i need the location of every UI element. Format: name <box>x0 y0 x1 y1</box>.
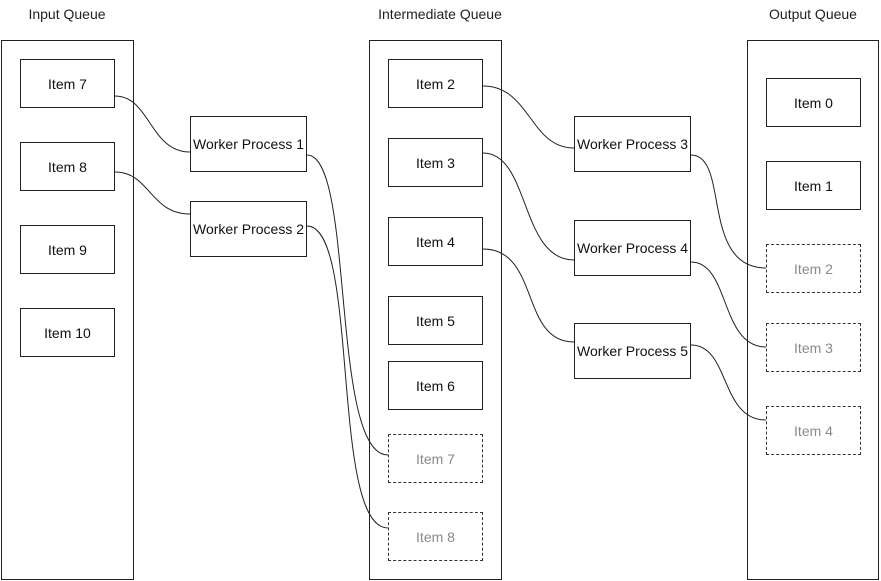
input-queue-title: Input Queue <box>28 6 106 22</box>
worker-process: Worker Process 3 <box>574 116 691 172</box>
output-pending-item: Item 2 <box>766 244 861 293</box>
output-pending-item: Item 3 <box>766 323 861 372</box>
input-item: Item 7 <box>20 59 115 108</box>
worker-process: Worker Process 1 <box>190 116 307 172</box>
worker-process: Worker Process 4 <box>574 220 691 276</box>
intermediate-item: Item 4 <box>388 217 483 266</box>
output-queue-lane <box>747 40 879 580</box>
intermediate-item: Item 6 <box>388 361 483 410</box>
output-item: Item 1 <box>766 161 861 210</box>
output-item: Item 0 <box>766 78 861 127</box>
input-item: Item 8 <box>20 142 115 191</box>
worker-process: Worker Process 5 <box>574 323 691 379</box>
output-pending-item: Item 4 <box>766 406 861 455</box>
intermediate-item: Item 5 <box>388 296 483 345</box>
input-item: Item 9 <box>20 225 115 274</box>
output-queue-title: Output Queue <box>769 6 857 22</box>
input-item: Item 10 <box>20 308 115 357</box>
intermediate-pending-item: Item 7 <box>388 434 483 483</box>
intermediate-pending-item: Item 8 <box>388 512 483 561</box>
worker-process: Worker Process 2 <box>190 201 307 257</box>
intermediate-queue-title: Intermediate Queue <box>378 6 502 22</box>
intermediate-item: Item 2 <box>388 59 483 108</box>
intermediate-item: Item 3 <box>388 138 483 187</box>
